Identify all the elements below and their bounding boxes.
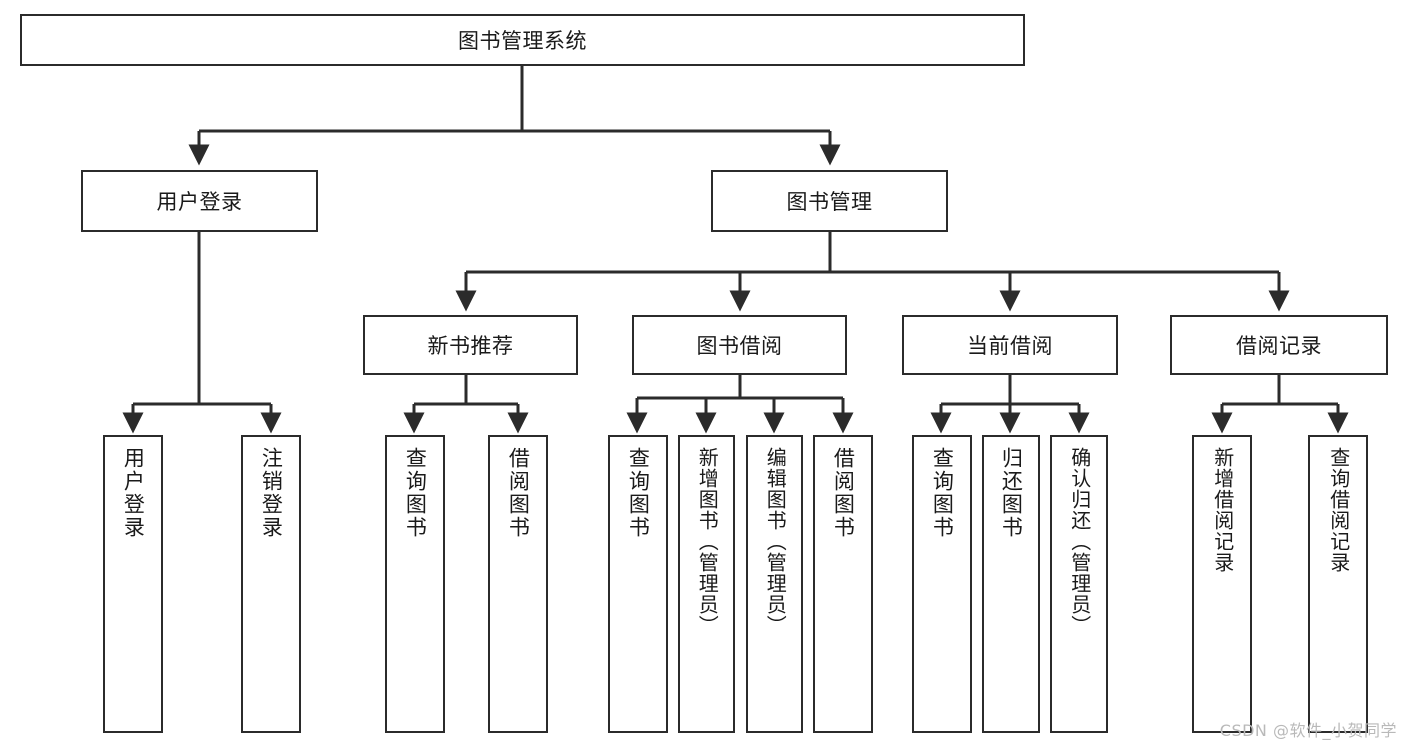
node-new-book-recommend[interactable]: 新书推荐 <box>363 315 578 375</box>
leaf-borrow-book-label: 借阅图书 <box>831 447 856 539</box>
leaf-query-book-current-label: 查询图书 <box>930 447 955 539</box>
leaf-borrow-book-rec[interactable]: 借阅图书 <box>488 435 548 733</box>
leaf-add-book-admin-label: 新增图书（管理员） <box>695 447 720 636</box>
leaf-query-book-rec-label: 查询图书 <box>403 447 428 539</box>
leaf-query-borrow-record[interactable]: 查询借阅记录 <box>1308 435 1368 733</box>
leaf-add-borrow-record[interactable]: 新增借阅记录 <box>1192 435 1252 733</box>
leaf-return-book-label: 归还图书 <box>999 447 1024 539</box>
leaf-query-borrow-record-label: 查询借阅记录 <box>1326 447 1351 573</box>
leaf-confirm-return-admin-label: 确认归还（管理员） <box>1067 447 1092 636</box>
leaf-add-borrow-record-label: 新增借阅记录 <box>1210 447 1235 573</box>
node-book-borrow-label: 图书借阅 <box>696 334 783 358</box>
node-book-borrow[interactable]: 图书借阅 <box>632 315 847 375</box>
node-borrow-record-label: 借阅记录 <box>1236 334 1322 358</box>
node-book-management[interactable]: 图书管理 <box>711 170 948 232</box>
node-borrow-record[interactable]: 借阅记录 <box>1170 315 1388 375</box>
leaf-borrow-book-rec-label: 借阅图书 <box>506 447 531 539</box>
leaf-query-book-borrow[interactable]: 查询图书 <box>608 435 668 733</box>
node-root-label: 图书管理系统 <box>458 29 587 53</box>
node-book-management-label: 图书管理 <box>786 190 873 214</box>
leaf-query-book-current[interactable]: 查询图书 <box>912 435 972 733</box>
leaf-borrow-book[interactable]: 借阅图书 <box>813 435 873 733</box>
node-user-login[interactable]: 用户登录 <box>81 170 318 232</box>
leaf-logout-label: 注销登录 <box>259 447 284 539</box>
node-user-login-label: 用户登录 <box>156 190 243 214</box>
leaf-query-book-borrow-label: 查询图书 <box>626 447 651 539</box>
leaf-query-book-rec[interactable]: 查询图书 <box>385 435 445 733</box>
leaf-edit-book-admin-label: 编辑图书（管理员） <box>763 447 788 636</box>
leaf-logout[interactable]: 注销登录 <box>241 435 301 733</box>
leaf-add-book-admin[interactable]: 新增图书（管理员） <box>678 435 735 733</box>
leaf-user-login[interactable]: 用户登录 <box>103 435 163 733</box>
leaf-edit-book-admin[interactable]: 编辑图书（管理员） <box>746 435 803 733</box>
node-root[interactable]: 图书管理系统 <box>20 14 1025 66</box>
leaf-return-book[interactable]: 归还图书 <box>982 435 1040 733</box>
node-current-borrow-label: 当前借阅 <box>967 334 1053 358</box>
leaf-confirm-return-admin[interactable]: 确认归还（管理员） <box>1050 435 1108 733</box>
node-new-book-recommend-label: 新书推荐 <box>427 334 514 358</box>
node-current-borrow[interactable]: 当前借阅 <box>902 315 1118 375</box>
leaf-user-login-label: 用户登录 <box>121 447 146 539</box>
